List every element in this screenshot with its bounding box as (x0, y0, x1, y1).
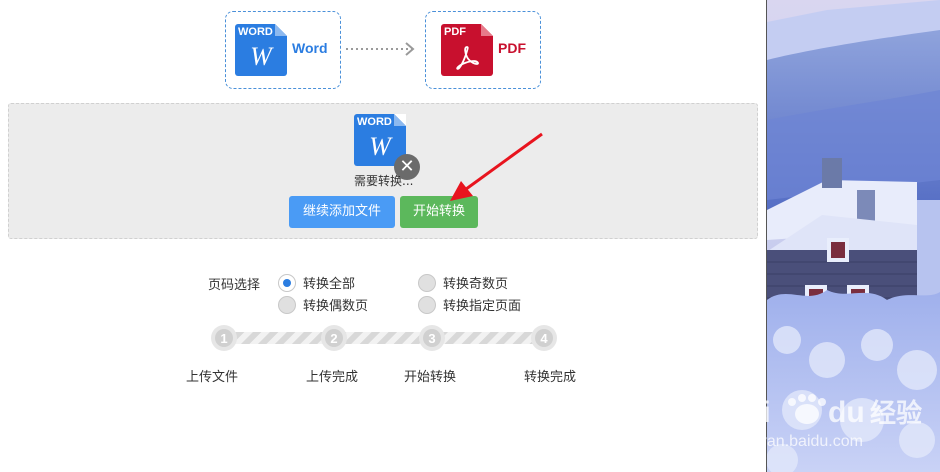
svg-text:du: du (828, 396, 865, 429)
page-selection-title: 页码选择 (208, 278, 261, 293)
queued-file-name: 需要转换... (354, 174, 414, 188)
step-circle-2: 2 (321, 325, 347, 351)
word-file-glyph: W (250, 42, 272, 71)
step-number: 4 (540, 331, 548, 346)
step-label-start: 开始转换 (404, 370, 457, 385)
step-label-done: 转换完成 (524, 370, 577, 385)
pdf-file-icon: PDF (441, 24, 493, 76)
acrobat-logo-icon (456, 46, 479, 70)
option-convert-odd[interactable]: 转换奇数页 (418, 273, 508, 292)
option-label: 转换指定页面 (443, 299, 522, 314)
svg-text:Bai: Bai (724, 396, 771, 429)
remove-file-close-icon[interactable]: ✕ (394, 154, 420, 180)
radio-unchecked-icon[interactable] (278, 295, 296, 314)
step-number: 3 (428, 331, 435, 346)
source-format-label: Word (292, 40, 328, 56)
option-convert-specified[interactable]: 转换指定页面 (418, 295, 521, 314)
radio-unchecked-icon[interactable] (418, 295, 436, 314)
queued-file-tag: WORD (357, 116, 392, 128)
option-label: 转换奇数页 (443, 277, 509, 292)
radio-unchecked-icon[interactable] (418, 273, 436, 292)
baidu-jingyan-watermark-logo: Bai du 经验 jingyan.baidu.com (724, 394, 922, 450)
option-label: 转换偶数页 (303, 299, 369, 314)
add-more-files-button[interactable]: 继续添加文件 (289, 196, 395, 228)
convert-direction-arrow-icon (346, 42, 415, 56)
queued-word-file-icon: WORD W (354, 114, 406, 166)
word-file-icon: WORD W (235, 24, 287, 76)
step-circle-1: 1 (211, 325, 237, 351)
annotation-arrow-icon (450, 132, 543, 201)
queued-file-glyph: W (369, 132, 391, 161)
target-format-card: PDF PDF (425, 11, 541, 89)
steps-progress-bar: 1 2 3 4 (211, 325, 557, 351)
step-circle-3: 3 (419, 325, 445, 351)
step-number: 1 (220, 331, 227, 346)
photo-divider (766, 0, 767, 472)
svg-text:经验: 经验 (870, 398, 922, 429)
option-label: 转换全部 (303, 277, 356, 292)
option-convert-even[interactable]: 转换偶数页 (278, 295, 368, 314)
pdf-file-tag: PDF (444, 26, 466, 38)
target-format-label: PDF (498, 40, 526, 56)
upload-drop-area[interactable]: WORD W ✕ 需要转换... 继续添加文件 开始转换 (8, 103, 758, 239)
option-convert-all[interactable]: 转换全部 (278, 273, 355, 292)
word-file-tag: WORD (238, 26, 273, 38)
step-circle-4: 4 (531, 325, 557, 351)
svg-text:jingyan.baidu.com: jingyan.baidu.com (733, 433, 863, 450)
start-convert-button[interactable]: 开始转换 (400, 196, 478, 228)
source-format-card: WORD W Word (225, 11, 341, 89)
step-label-upload: 上传文件 (186, 370, 239, 385)
step-number: 2 (330, 331, 337, 346)
winter-cabin-photo (767, 0, 940, 472)
step-label-uploaded: 上传完成 (306, 370, 359, 385)
radio-checked-icon[interactable] (278, 273, 296, 292)
